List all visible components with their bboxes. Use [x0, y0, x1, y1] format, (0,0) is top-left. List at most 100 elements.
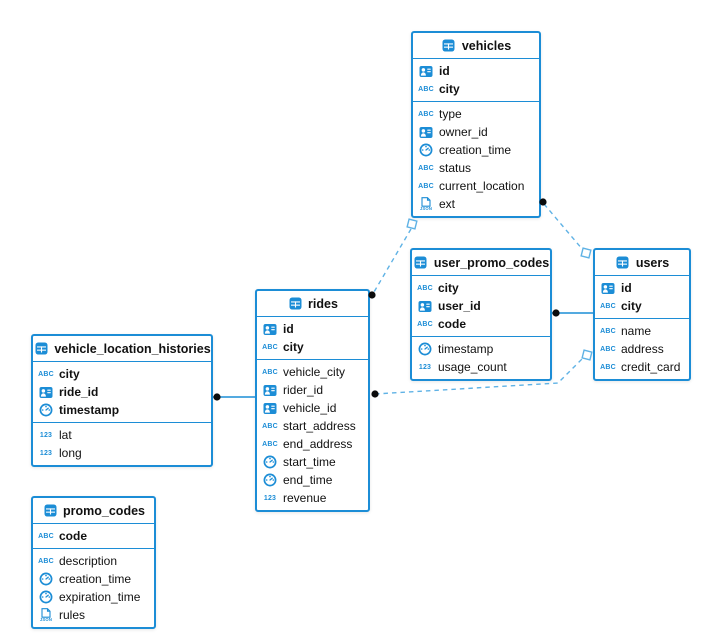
field-row-creation_time[interactable]: creation_time	[33, 570, 154, 588]
timestamp-type-icon	[39, 572, 53, 586]
field-row-timestamp[interactable]: timestamp	[33, 401, 211, 419]
field-name: revenue	[283, 491, 327, 505]
relation-fk-vehicle_location_histories-rides[interactable]	[213, 393, 255, 401]
field-name: city	[438, 281, 459, 295]
text-type-icon: ABC	[262, 368, 278, 376]
text-type-icon: ABC	[417, 320, 433, 328]
field-type-icon-box	[417, 300, 433, 313]
field-row-description[interactable]: ABC description	[33, 552, 154, 570]
table-icon-box	[287, 297, 303, 310]
field-row-revenue[interactable]: 123 revenue	[257, 489, 368, 507]
field-name: current_location	[439, 179, 525, 193]
field-row-creation_time[interactable]: creation_time	[413, 141, 539, 159]
field-name: description	[59, 554, 118, 568]
uuid-type-icon	[601, 282, 615, 294]
field-name: timestamp	[438, 342, 494, 356]
timestamp-type-icon	[263, 455, 277, 469]
field-type-icon-box	[600, 282, 616, 295]
field-type-icon-box: ABC	[417, 285, 433, 292]
field-row-city[interactable]: ABC city	[412, 279, 550, 297]
field-row-end_time[interactable]: end_time	[257, 471, 368, 489]
field-row-user_id[interactable]: user_id	[412, 297, 550, 315]
field-name: creation_time	[59, 572, 132, 586]
field-name: rules	[59, 608, 86, 622]
field-row-timestamp[interactable]: timestamp	[412, 340, 550, 358]
field-type-icon-box	[418, 143, 434, 157]
table-header[interactable]: promo_codes	[33, 498, 154, 524]
field-name: owner_id	[439, 125, 488, 139]
table-header[interactable]: users	[595, 250, 689, 276]
timestamp-type-icon	[263, 473, 277, 487]
field-name: start_address	[283, 419, 356, 433]
relation-line	[373, 228, 412, 293]
text-type-icon: ABC	[600, 327, 616, 335]
relation-fk-user_promo_codes-users[interactable]	[552, 309, 593, 317]
relation-line	[543, 203, 584, 251]
field-row-expiration_time[interactable]: expiration_time	[33, 588, 154, 606]
table-icon-box	[42, 504, 58, 517]
field-name: user_id	[438, 299, 481, 313]
field-name: status	[439, 161, 472, 175]
table-header[interactable]: vehicle_location_histories	[33, 336, 211, 362]
text-type-icon: ABC	[38, 557, 54, 565]
field-name: id	[283, 322, 294, 336]
field-row-id[interactable]: id	[595, 279, 689, 297]
field-row-owner_id[interactable]: owner_id	[413, 123, 539, 141]
field-row-rider_id[interactable]: rider_id	[257, 381, 368, 399]
field-row-id[interactable]: id	[257, 320, 368, 338]
field-row-ride_id[interactable]: ride_id	[33, 383, 211, 401]
table-header[interactable]: rides	[257, 291, 368, 317]
uuid-type-icon	[39, 386, 53, 398]
field-type-icon-box: ABC	[262, 344, 278, 351]
field-row-start_time[interactable]: start_time	[257, 453, 368, 471]
table-header[interactable]: user_promo_codes	[412, 250, 550, 276]
field-name: expiration_time	[59, 590, 141, 604]
field-type-icon-box: JSON	[418, 197, 434, 211]
text-type-icon: ABC	[418, 85, 434, 93]
table-icon	[35, 342, 48, 355]
field-row-vehicle_id[interactable]: vehicle_id	[257, 399, 368, 417]
field-row-id[interactable]: id	[413, 62, 539, 80]
table-header[interactable]: vehicles	[413, 33, 539, 59]
field-type-icon-box: ABC	[600, 328, 616, 335]
columns-section: ABC description creation_time expiration_ti…	[33, 548, 154, 627]
text-type-icon: ABC	[38, 370, 54, 378]
field-type-icon-box: 123	[262, 495, 278, 502]
field-type-icon-box	[418, 126, 434, 139]
text-type-icon: ABC	[262, 343, 278, 351]
timestamp-type-icon	[419, 143, 433, 157]
field-name: credit_card	[621, 360, 681, 374]
